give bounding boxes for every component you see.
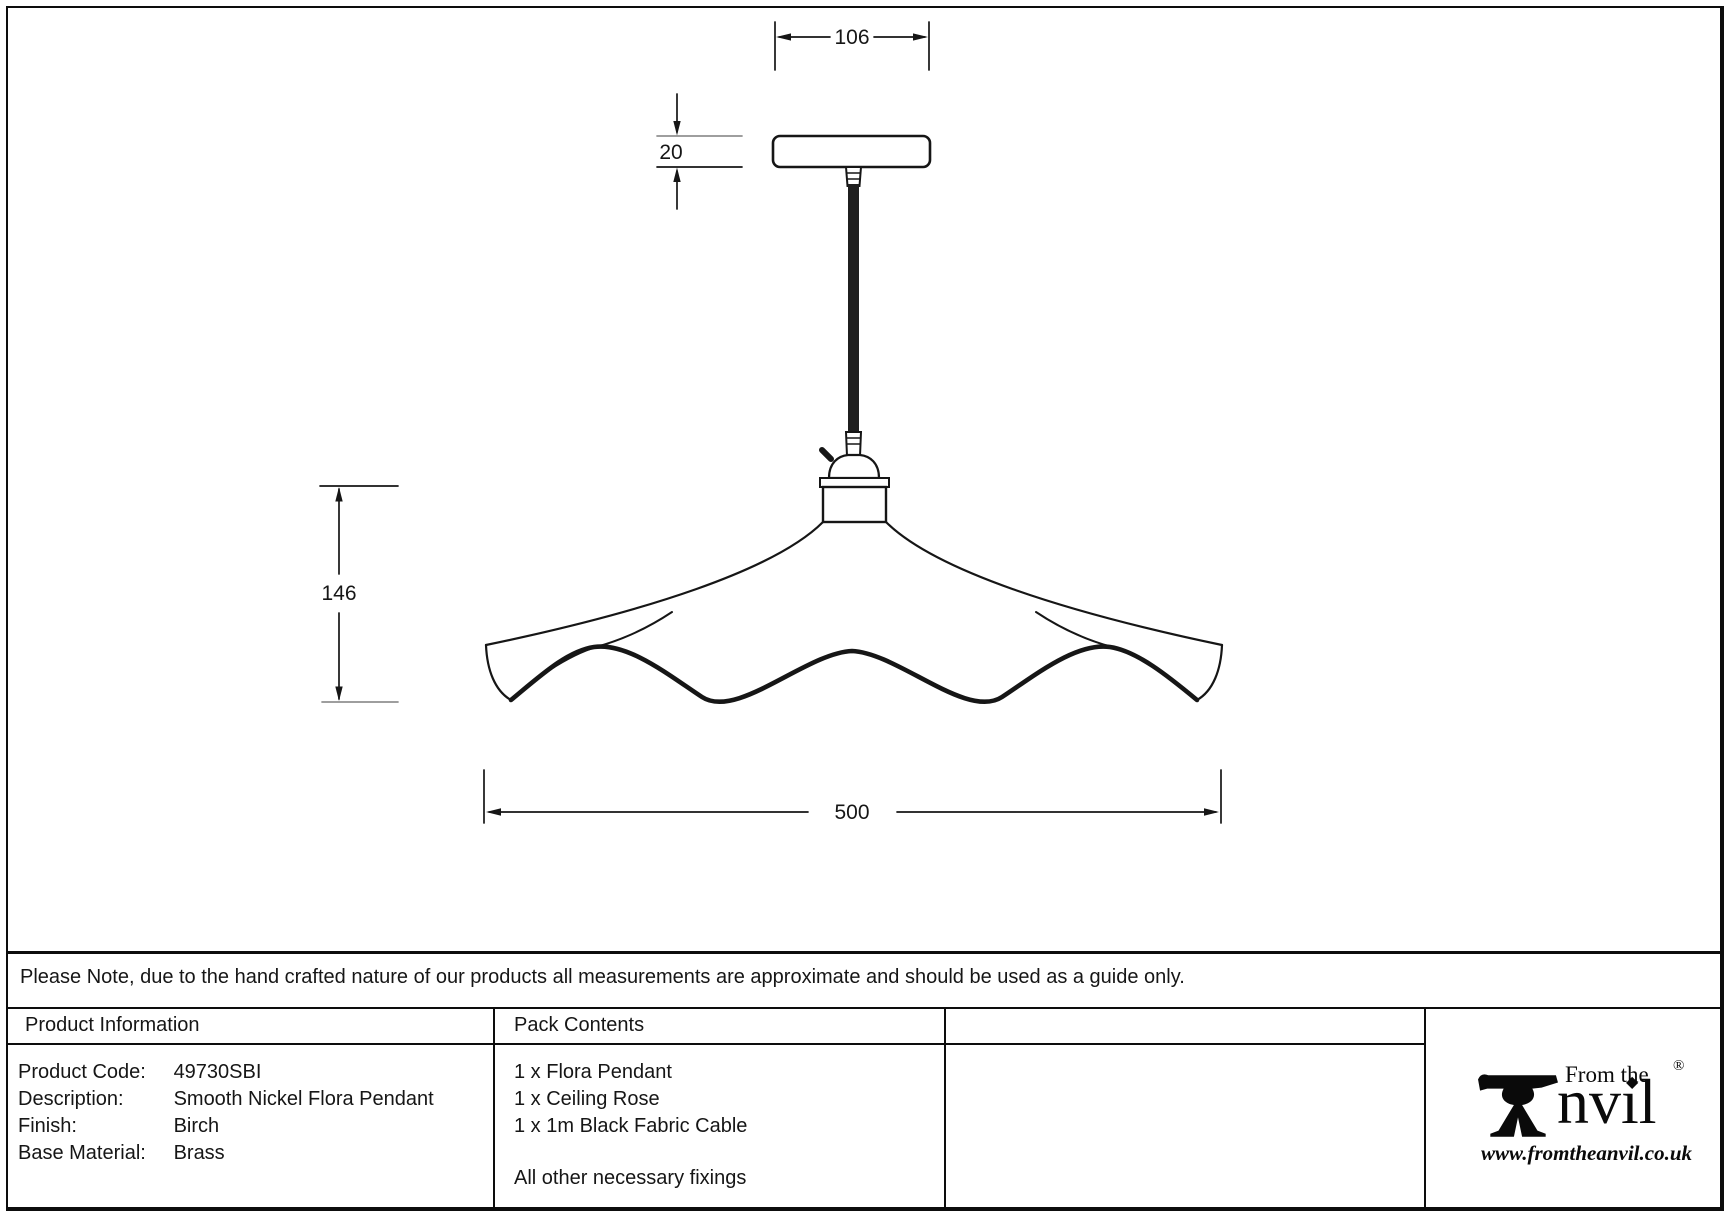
table-header-bottom-rule: [6, 1043, 1425, 1045]
pack-item: 1 x Ceiling Rose: [514, 1088, 660, 1110]
note-row-top-rule: [6, 951, 1724, 954]
pack-item: All other necessary fixings: [514, 1167, 747, 1189]
description-label: Description:: [18, 1088, 124, 1110]
logo-from-the-text: From the: [1565, 1062, 1649, 1087]
diamond-icon: ◆: [1626, 1072, 1639, 1091]
dimension-label-shade-diameter: 500: [834, 801, 869, 824]
dimension-rose-width: 106: [774, 21, 930, 71]
dimension-rose-height: 20: [656, 93, 743, 210]
finish-label: Finish:: [18, 1115, 77, 1137]
product-information-header: Product Information: [25, 1014, 200, 1036]
holder-cup: [821, 485, 888, 524]
dimension-label-shade-height: 146: [321, 582, 356, 605]
anvil-icon: [1478, 1074, 1558, 1137]
registered-trademark-icon: ®: [1673, 1058, 1685, 1074]
pack-item: 1 x Flora Pendant: [514, 1061, 672, 1083]
pack-item: 1 x 1m Black Fabric Cable: [514, 1115, 748, 1137]
product-code-value: 49730SBI: [173, 1061, 262, 1083]
pendant-cable: [848, 184, 859, 436]
dimension-shade-height: 146: [319, 485, 399, 703]
lamp-holder: [819, 431, 890, 524]
table-header-top-rule: [6, 1007, 1724, 1009]
base-material-label: Base Material:: [18, 1142, 146, 1164]
page-border: [6, 6, 1724, 1211]
pendant-technical-drawing: 106 20 146: [319, 21, 1224, 824]
finish-value: Birch: [173, 1115, 220, 1137]
dimension-label-rose-height: 20: [659, 141, 682, 164]
table-divider-3: [1424, 1007, 1426, 1211]
product-code-label: Product Code:: [18, 1061, 146, 1083]
dimension-label-rose-width: 106: [834, 26, 869, 49]
description-value: Smooth Nickel Flora Pendant: [173, 1088, 434, 1110]
website-url: www.fromtheanvil.co.uk: [1481, 1141, 1692, 1165]
measurement-note: Please Note, due to the hand crafted nat…: [20, 966, 1185, 988]
table-row: Product Code: 49730SBI: [18, 1061, 261, 1084]
ceiling-rose: [771, 134, 932, 187]
base-material-value: Brass: [173, 1142, 225, 1164]
holder-toggle: [819, 447, 834, 462]
table-divider-1: [493, 1007, 495, 1211]
table-divider-2: [944, 1007, 946, 1211]
table-row: Base Material: Brass: [18, 1142, 225, 1165]
table-row: Finish: Birch: [18, 1115, 219, 1138]
table-row: Description: Smooth Nickel Flora Pendant: [18, 1088, 434, 1111]
logo-anvil-text: nvıl: [1557, 1066, 1657, 1137]
from-the-anvil-logo: From the nvıl ◆ ® www.fromtheanvil.co.uk: [1477, 1058, 1702, 1166]
pack-contents-header: Pack Contents: [514, 1014, 645, 1036]
flora-shade: [484, 520, 1224, 705]
dimension-shade-diameter: 500: [483, 769, 1222, 824]
